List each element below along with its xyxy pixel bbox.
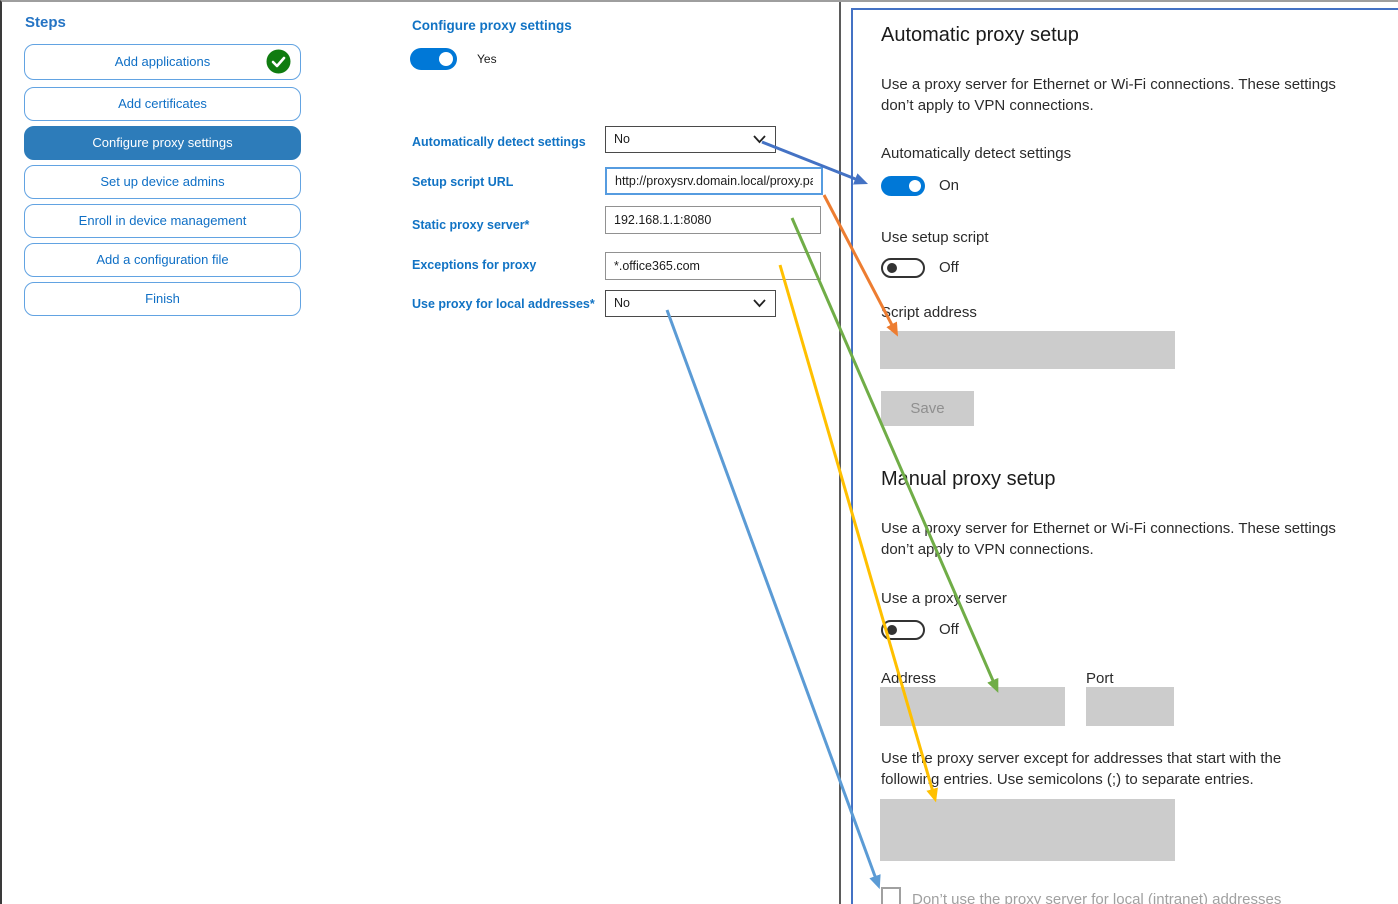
proxy-exceptions-input[interactable] [880,799,1175,861]
use-setup-script-toggle[interactable] [881,258,925,278]
field-label-automatically-detect-settings: Automatically detect settings [412,135,586,149]
sidebar-item-label: Add certificates [118,96,207,111]
sidebar-item-label: Configure proxy settings [92,135,233,150]
select-value: No [614,132,630,146]
toggle-knob [887,625,897,635]
setup-script-url-input[interactable] [605,167,823,195]
completed-check-icon [266,49,291,74]
chevron-down-icon [753,299,766,308]
windows-proxy-settings-panel: Automatic proxy setup Use a proxy server… [851,8,1398,904]
sidebar-item-add-a-configuration-file[interactable]: Add a configuration file [24,243,301,277]
address-input[interactable] [880,687,1065,726]
local-addresses-checkbox[interactable] [881,887,901,904]
port-input[interactable] [1086,687,1174,726]
use-setup-script-label: Use setup script [881,229,989,246]
local-addresses-arrow [665,309,881,890]
sidebar-item-label: Add applications [114,54,211,69]
manual-proxy-setup-heading: Manual proxy setup [881,468,1056,490]
toggle-knob [909,180,921,192]
select-value: No [614,296,630,310]
use-a-proxy-server-toggle[interactable] [881,620,925,640]
use-a-proxy-server-toggle-state: Off [939,621,959,638]
sidebar-item-label: Finish [145,291,180,306]
exceptions-for-proxy-input[interactable] [605,252,821,280]
detect-settings-label: Automatically detect settings [881,145,1072,162]
sidebar-item-add-applications[interactable]: Add applications [24,44,301,80]
detect-settings-toggle-state: On [939,177,960,194]
configure-proxy-toggle-state: Yes [477,52,497,66]
script-address-label: Script address [881,304,977,321]
pane-divider [839,2,841,904]
automatically-detect-settings-select[interactable]: No [605,126,776,153]
proxy-exceptions-description: Use the proxy server except for addresse… [881,750,1282,788]
use-a-proxy-server-label: Use a proxy server [881,590,1007,607]
address-label: Address [881,670,937,687]
field-label-exceptions-for-proxy: Exceptions for proxy [412,258,537,272]
detect-settings-toggle[interactable] [881,176,925,196]
static-proxy-server-input[interactable] [605,206,821,234]
chevron-down-icon [753,135,766,144]
automatic-proxy-setup-heading: Automatic proxy setup [881,24,1079,46]
field-label-use-proxy-for-local-addresses: Use proxy for local addresses* [412,297,595,311]
script-address-input[interactable] [880,331,1175,369]
field-label-static-proxy-server: Static proxy server* [412,218,530,232]
toggle-knob [887,263,897,273]
form-title: Configure proxy settings [412,18,572,33]
sidebar-item-add-certificates[interactable]: Add certificates [24,87,301,121]
steps-heading: Steps [25,14,66,31]
use-proxy-for-local-addresses-select[interactable]: No [605,290,776,317]
toggle-knob [439,52,453,66]
sidebar-item-label: Add a configuration file [96,252,229,267]
sidebar-item-configure-proxy-settings[interactable]: Configure proxy settings [24,126,301,160]
automatic-proxy-description: Use a proxy server for Ethernet or Wi-Fi… [881,76,1336,114]
sidebar-item-label: Set up device admins [100,174,225,189]
manual-proxy-description: Use a proxy server for Ethernet or Wi-Fi… [881,520,1336,558]
sidebar-item-label: Enroll in device management [78,213,247,228]
sidebar-item-set-up-device-admins[interactable]: Set up device admins [24,165,301,199]
sidebar-item-enroll-in-device-management[interactable]: Enroll in device management [24,204,301,238]
save-button[interactable]: Save [881,391,974,426]
use-setup-script-toggle-state: Off [939,259,959,276]
port-label: Port [1086,670,1114,687]
local-addresses-checkbox-label: Don’t use the proxy server for local (in… [912,891,1282,904]
sidebar-item-finish[interactable]: Finish [24,282,301,316]
field-label-setup-script-url: Setup script URL [412,175,514,189]
configure-proxy-toggle[interactable] [410,48,457,70]
